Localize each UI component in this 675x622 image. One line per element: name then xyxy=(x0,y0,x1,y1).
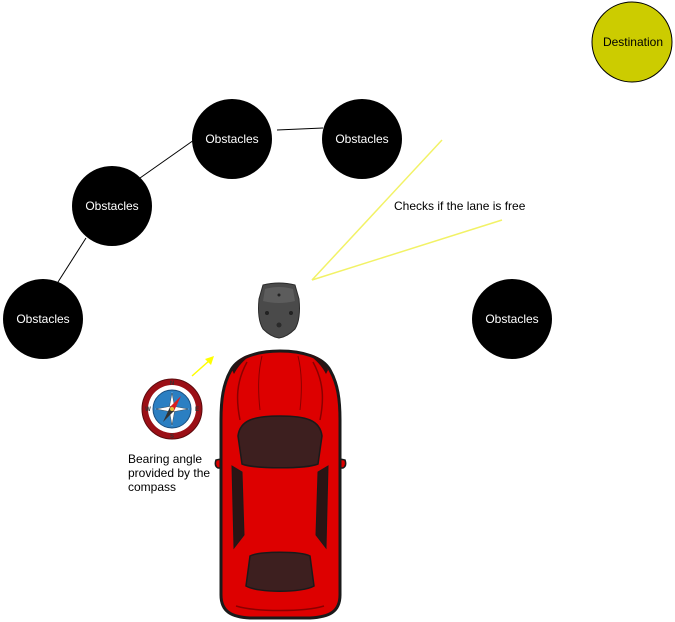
obstacle-label: Obstacles xyxy=(335,132,388,146)
obstacle-node: Obstacles xyxy=(72,166,152,246)
connector-line xyxy=(276,127,324,131)
compass-note-line: compass xyxy=(128,480,176,494)
sensor-beam-line xyxy=(311,139,443,281)
obstacle-circle xyxy=(322,99,402,179)
obstacle-label: Obstacles xyxy=(85,199,138,213)
sensor-note: Checks if the lane is free xyxy=(394,199,526,213)
destination-circle xyxy=(591,1,673,83)
obstacle-circle xyxy=(192,99,272,179)
compass-south-label: S xyxy=(170,434,174,440)
sensor-beam-line xyxy=(311,219,503,281)
connector-line xyxy=(139,139,195,179)
obstacle-node: Obstacles xyxy=(472,279,552,359)
ultrasonic-sensor-icon xyxy=(258,282,300,339)
obstacle-label: Obstacles xyxy=(485,312,538,326)
obstacle-circle xyxy=(472,279,552,359)
obstacle-circle xyxy=(72,166,152,246)
obstacle-node: Obstacles xyxy=(322,99,402,179)
bearing-arrow-line xyxy=(191,359,211,377)
compass-icon: N S E W xyxy=(141,378,203,440)
car-icon xyxy=(214,349,347,620)
compass-note-line: Bearing angle xyxy=(128,452,202,466)
bearing-arrow xyxy=(191,356,214,377)
obstacle-node: Obstacles xyxy=(192,99,272,179)
bearing-arrowhead xyxy=(205,356,214,365)
sensor-beam xyxy=(311,139,503,281)
destination-label: Destination xyxy=(603,35,663,49)
obstacle-label: Obstacles xyxy=(205,132,258,146)
destination-node: Destination xyxy=(591,1,673,83)
obstacle-circle xyxy=(3,279,83,359)
connector-line xyxy=(57,237,87,283)
compass-north-label: N xyxy=(170,381,174,387)
obstacle-node: Obstacles xyxy=(3,279,83,359)
obstacle-connectors xyxy=(57,127,324,283)
compass-east-label: E xyxy=(195,407,199,413)
obstacle-label: Obstacles xyxy=(16,312,69,326)
compass-west-label: W xyxy=(145,407,151,413)
compass-note: Bearing angle provided by the compass xyxy=(128,452,210,494)
compass-note-line: provided by the xyxy=(128,466,210,480)
